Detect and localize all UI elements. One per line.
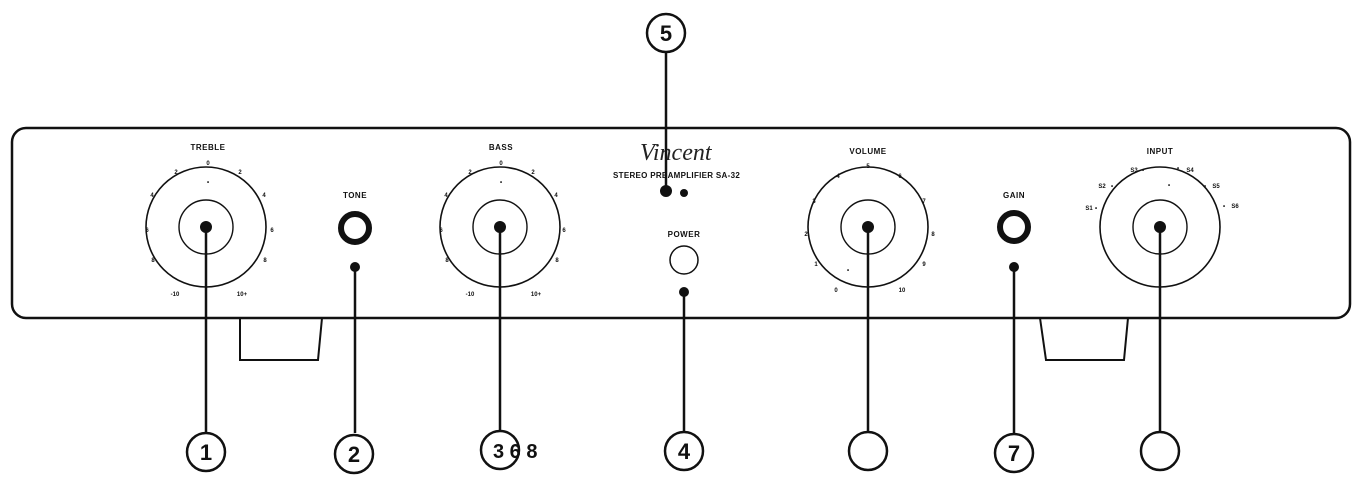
volume-tick: 6 xyxy=(898,174,902,180)
input-tick-s3: S3 xyxy=(1130,168,1138,174)
volume-tick: 9 xyxy=(922,262,926,268)
input-tick-s5: S5 xyxy=(1212,184,1220,190)
model-label: STEREO PREAMPLIFIER SA-32 xyxy=(613,171,740,180)
bass-tick: 6 xyxy=(562,228,566,234)
volume-tick: 1 xyxy=(814,262,818,268)
tone-button[interactable] xyxy=(338,211,372,245)
callout-4: 4 xyxy=(663,430,705,472)
svg-text:•: • xyxy=(1111,184,1113,190)
treble-tick: 8 xyxy=(263,258,267,264)
treble-label: TREBLE xyxy=(191,143,226,152)
bass-tick: 6 xyxy=(439,228,443,234)
svg-text:•: • xyxy=(847,268,849,274)
indicator-led xyxy=(680,189,688,197)
callout-7: 7 xyxy=(993,432,1035,474)
gain-label: GAIN xyxy=(1003,191,1025,200)
bass-tick: 8 xyxy=(555,258,559,264)
svg-text:•: • xyxy=(1177,166,1179,172)
gain-button-group: GAIN xyxy=(997,191,1031,272)
svg-text:7: 7 xyxy=(1008,441,1020,466)
svg-text:•: • xyxy=(1204,184,1206,190)
callout-1: 1 xyxy=(185,431,227,473)
callout-volume-empty xyxy=(847,430,889,472)
treble-tick-right: 10+ xyxy=(237,292,248,298)
bass-tick-right: 10+ xyxy=(531,292,542,298)
volume-tick: 4 xyxy=(836,174,840,180)
power-button[interactable] xyxy=(669,245,699,275)
svg-text:•: • xyxy=(1142,168,1144,174)
brand-logo: Vincent xyxy=(640,140,713,166)
input-label: INPUT xyxy=(1147,147,1174,156)
volume-tick: 7 xyxy=(922,199,926,205)
volume-tick: 10 xyxy=(899,288,906,294)
volume-label: VOLUME xyxy=(849,147,886,156)
treble-tick: 2 xyxy=(174,170,178,176)
volume-tick: 0 xyxy=(834,288,838,294)
treble-tick-left: -10 xyxy=(171,292,180,298)
input-tick-s4: S4 xyxy=(1186,168,1194,174)
bass-tick: 2 xyxy=(468,170,472,176)
bass-tick: 0 xyxy=(499,161,503,167)
treble-tick: 2 xyxy=(238,170,242,176)
bass-tick: 2 xyxy=(531,170,535,176)
left-foot xyxy=(239,317,323,361)
svg-text:•: • xyxy=(1095,206,1097,212)
bass-tick: 4 xyxy=(554,193,558,199)
svg-text:•: • xyxy=(1168,183,1170,189)
callout-lines xyxy=(204,52,1162,433)
treble-tick: 6 xyxy=(145,228,149,234)
callout-input-empty xyxy=(1139,430,1181,472)
treble-tick: 8 xyxy=(151,258,155,264)
bass-tick: 4 xyxy=(444,193,448,199)
svg-text:•: • xyxy=(500,180,502,186)
treble-tick: 4 xyxy=(262,193,266,199)
volume-tick: 5 xyxy=(866,164,870,170)
input-tick-s6: S6 xyxy=(1231,204,1239,210)
treble-tick: 0 xyxy=(206,161,210,167)
svg-text:4: 4 xyxy=(678,439,691,464)
volume-tick: 2 xyxy=(804,232,808,238)
callout-2: 2 xyxy=(333,433,375,475)
callout-5: 5 xyxy=(645,12,687,54)
svg-text:3 6 8: 3 6 8 xyxy=(493,441,537,463)
svg-text:2: 2 xyxy=(348,442,360,467)
svg-text:5: 5 xyxy=(660,21,672,46)
bass-label: BASS xyxy=(489,143,513,152)
bass-tick-left: -10 xyxy=(466,292,475,298)
right-foot xyxy=(1039,317,1129,361)
tone-label: TONE xyxy=(343,191,367,200)
svg-text:•: • xyxy=(207,180,209,186)
input-tick-s2: S2 xyxy=(1098,184,1106,190)
bass-tick: 8 xyxy=(445,258,449,264)
svg-text:1: 1 xyxy=(200,440,212,465)
volume-tick: 8 xyxy=(931,232,935,238)
gain-button[interactable] xyxy=(997,210,1031,244)
volume-tick: 3 xyxy=(812,199,816,205)
svg-text:•: • xyxy=(1223,204,1225,210)
treble-tick: 6 xyxy=(270,228,274,234)
power-label: POWER xyxy=(668,230,701,239)
callout-3-6-8: 3 6 8 xyxy=(479,429,537,471)
tone-button-group: TONE xyxy=(338,191,372,272)
treble-tick: 4 xyxy=(150,193,154,199)
input-tick-s1: S1 xyxy=(1085,206,1093,212)
